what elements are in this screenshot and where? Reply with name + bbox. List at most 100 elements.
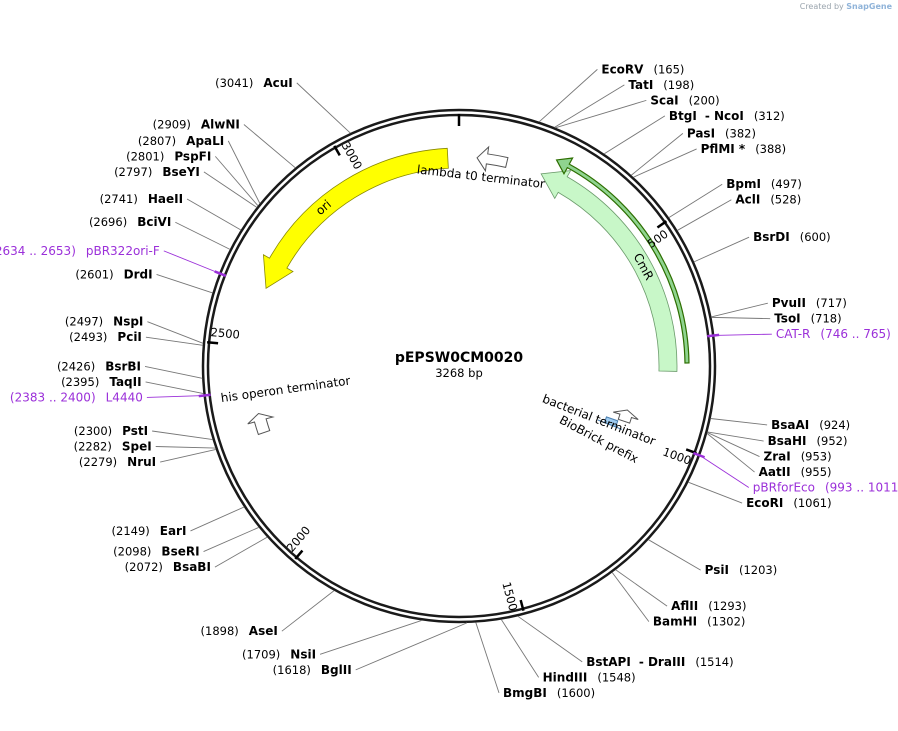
enzyme-apali-position: (2807) bbox=[138, 134, 176, 148]
enzyme-scai-leader bbox=[555, 99, 647, 129]
enzyme-bseyi-name: BseYI bbox=[162, 165, 200, 179]
primer-pbr322ori-f-leader bbox=[163, 250, 220, 274]
primer-pbrforeco-position: (993 .. 1011) bbox=[825, 481, 898, 495]
tick-label-2000: 2000 bbox=[284, 523, 314, 554]
enzyme-bstapi-label: BstAPI- DraIII(1514) bbox=[586, 655, 733, 669]
enzyme-bseri-leader bbox=[203, 526, 260, 553]
enzyme-alwni-name: AlwNI bbox=[201, 118, 240, 132]
his-operon-terminator-label: his operon terminator bbox=[220, 374, 351, 406]
cmr-outline-arrow bbox=[555, 157, 690, 364]
primer-layer: CAT-R(746 .. 765) pBRforEco(993 .. 1011) L… bbox=[0, 244, 898, 495]
enzyme-aatii-leader bbox=[706, 433, 755, 473]
enzyme-psii-position: (1203) bbox=[739, 563, 777, 577]
enzyme-bsrbi-name: BsrBI bbox=[105, 359, 141, 373]
enzyme-bpmi-name: BpmI bbox=[726, 177, 761, 191]
primer-pbr322ori-f-position: (2634 .. 2653) bbox=[0, 244, 76, 258]
enzyme-btgi-leader bbox=[603, 115, 666, 155]
enzyme-bsrbi-position: (2426) bbox=[57, 359, 95, 373]
enzyme-psii-name: PsiI bbox=[705, 563, 729, 577]
enzyme-aflii-name: AflII bbox=[671, 599, 698, 613]
tick-mark-2500 bbox=[207, 340, 219, 345]
enzyme-bpmi-label: BpmI(497) bbox=[726, 177, 802, 191]
enzyme-pasi-position: (382) bbox=[725, 126, 756, 140]
primer-cat-r-position: (746 .. 765) bbox=[820, 327, 890, 341]
enzyme-btgi-name: BtgI bbox=[669, 109, 697, 123]
primer-l4440-leader bbox=[146, 395, 204, 398]
enzyme-bglii-position: (1618) bbox=[273, 663, 311, 677]
enzyme-bmgbi-leader bbox=[475, 622, 500, 693]
enzyme-bpmi-leader bbox=[668, 183, 723, 219]
primer-pbrforeco-label: pBRforEco(993 .. 1011) bbox=[753, 481, 898, 495]
primer-pbr322ori-f-label: pBR322ori-F(2634 .. 2653) bbox=[0, 244, 160, 258]
enzyme-pvuii-leader bbox=[711, 302, 768, 318]
enzyme-aflii-label: AflII(1293) bbox=[671, 599, 746, 613]
enzyme-asei-leader bbox=[281, 590, 335, 632]
enzyme-pspfi-name: PspFI bbox=[174, 149, 211, 163]
enzyme-bsahi-leader bbox=[707, 431, 764, 442]
enzyme-bsaai-leader bbox=[710, 418, 768, 426]
credit-prefix: Created by bbox=[799, 2, 844, 11]
enzyme-zrai-label: ZraI(953) bbox=[764, 450, 832, 464]
enzyme-aflii-leader bbox=[615, 569, 668, 607]
primer-l4440-label: L4440(2383 .. 2400) bbox=[10, 390, 143, 404]
enzyme-nrui-position: (2279) bbox=[79, 455, 117, 469]
enzyme-bstapi-partner: - DraIII bbox=[639, 655, 686, 669]
enzyme-bsabi-label: BsaBI(2072) bbox=[125, 560, 211, 574]
enzyme-bstapi-leader bbox=[517, 615, 583, 663]
enzyme-spei-label: SpeI(2282) bbox=[74, 440, 152, 454]
plasmid-backbone bbox=[201, 108, 717, 624]
label-leader-lines bbox=[144, 69, 772, 693]
tick-mark-3000 bbox=[333, 145, 341, 157]
enzyme-bamhi-label: BamHI(1302) bbox=[653, 615, 746, 629]
enzyme-spei-position: (2282) bbox=[74, 440, 112, 454]
enzyme-btgi-label: BtgI- NcoI(312) bbox=[669, 109, 785, 123]
enzyme-bseri-name: BseRI bbox=[161, 545, 199, 559]
tick-label-2500: 2500 bbox=[210, 325, 240, 342]
enzyme-bsabi-position: (2072) bbox=[125, 560, 163, 574]
enzyme-pspfi-leader bbox=[214, 156, 259, 207]
enzyme-bsrbi-label: BsrBI (2426) bbox=[57, 359, 141, 373]
primer-l4440-site-mark bbox=[198, 393, 211, 398]
enzyme-acui-name: AcuI bbox=[263, 76, 292, 90]
enzyme-aatii-name: AatII bbox=[759, 465, 791, 479]
enzyme-bglii-label: BglII(1618) bbox=[273, 663, 352, 677]
enzyme-haeii-name: HaeII bbox=[148, 192, 183, 206]
enzyme-bcivi-leader bbox=[175, 221, 231, 250]
plasmid-length: 3268 bp bbox=[435, 366, 483, 380]
primer-cat-r-label: CAT-R(746 .. 765) bbox=[776, 327, 891, 341]
enzyme-bmgbi-label: BmgBI(1600) bbox=[503, 686, 595, 700]
primer-l4440-name: L4440 bbox=[106, 390, 143, 404]
tick-label-3000: 3000 bbox=[339, 139, 366, 171]
enzyme-pflmi-label: PflMI *(388) bbox=[701, 142, 787, 156]
enzyme-ecori-label: EcoRI(1061) bbox=[746, 496, 832, 510]
enzyme-drdi-position: (2601) bbox=[75, 267, 113, 281]
enzyme-bseyi-position: (2797) bbox=[114, 165, 152, 179]
enzyme-apali-leader bbox=[227, 140, 261, 204]
enzyme-pvuii-position: (717) bbox=[816, 296, 847, 310]
tick-label-1000: 1000 bbox=[661, 445, 693, 468]
enzyme-ecorv-leader bbox=[538, 69, 598, 123]
tick-label-1500: 1500 bbox=[499, 580, 520, 612]
enzyme-pcii-position: (2493) bbox=[69, 330, 107, 344]
enzyme-bcivi-position: (2696) bbox=[89, 215, 127, 229]
tick-mark-500 bbox=[656, 220, 668, 229]
enzyme-acui-leader bbox=[296, 82, 351, 134]
enzyme-bamhi-leader bbox=[611, 572, 650, 622]
enzyme-aatii-label: AatII(955) bbox=[759, 465, 832, 479]
enzyme-pasi-name: PasI bbox=[687, 126, 715, 140]
enzyme-psii-leader bbox=[648, 539, 701, 571]
enzyme-bmgbi-position: (1600) bbox=[557, 686, 595, 700]
enzyme-pasi-label: PasI (382) bbox=[687, 126, 756, 140]
enzyme-pspfi-label: PspFI(2801) bbox=[126, 149, 211, 163]
enzyme-hindiii-position: (1548) bbox=[597, 670, 635, 684]
enzyme-pflmi-leader bbox=[633, 148, 697, 178]
tick-mark-1500 bbox=[519, 599, 525, 611]
enzyme-haeii-label: HaeII(2741) bbox=[100, 192, 183, 206]
enzyme-asei-name: AseI bbox=[249, 624, 278, 638]
enzyme-bamhi-position: (1302) bbox=[707, 615, 745, 629]
enzyme-nsii-label: NsiI(1709) bbox=[242, 647, 316, 661]
enzyme-tati-name: TatI bbox=[628, 78, 653, 92]
enzyme-pflmi-position: (388) bbox=[755, 142, 786, 156]
enzyme-acli-name: AclI bbox=[735, 193, 760, 207]
snapgene-credit: Created by SnapGene bbox=[800, 2, 892, 11]
